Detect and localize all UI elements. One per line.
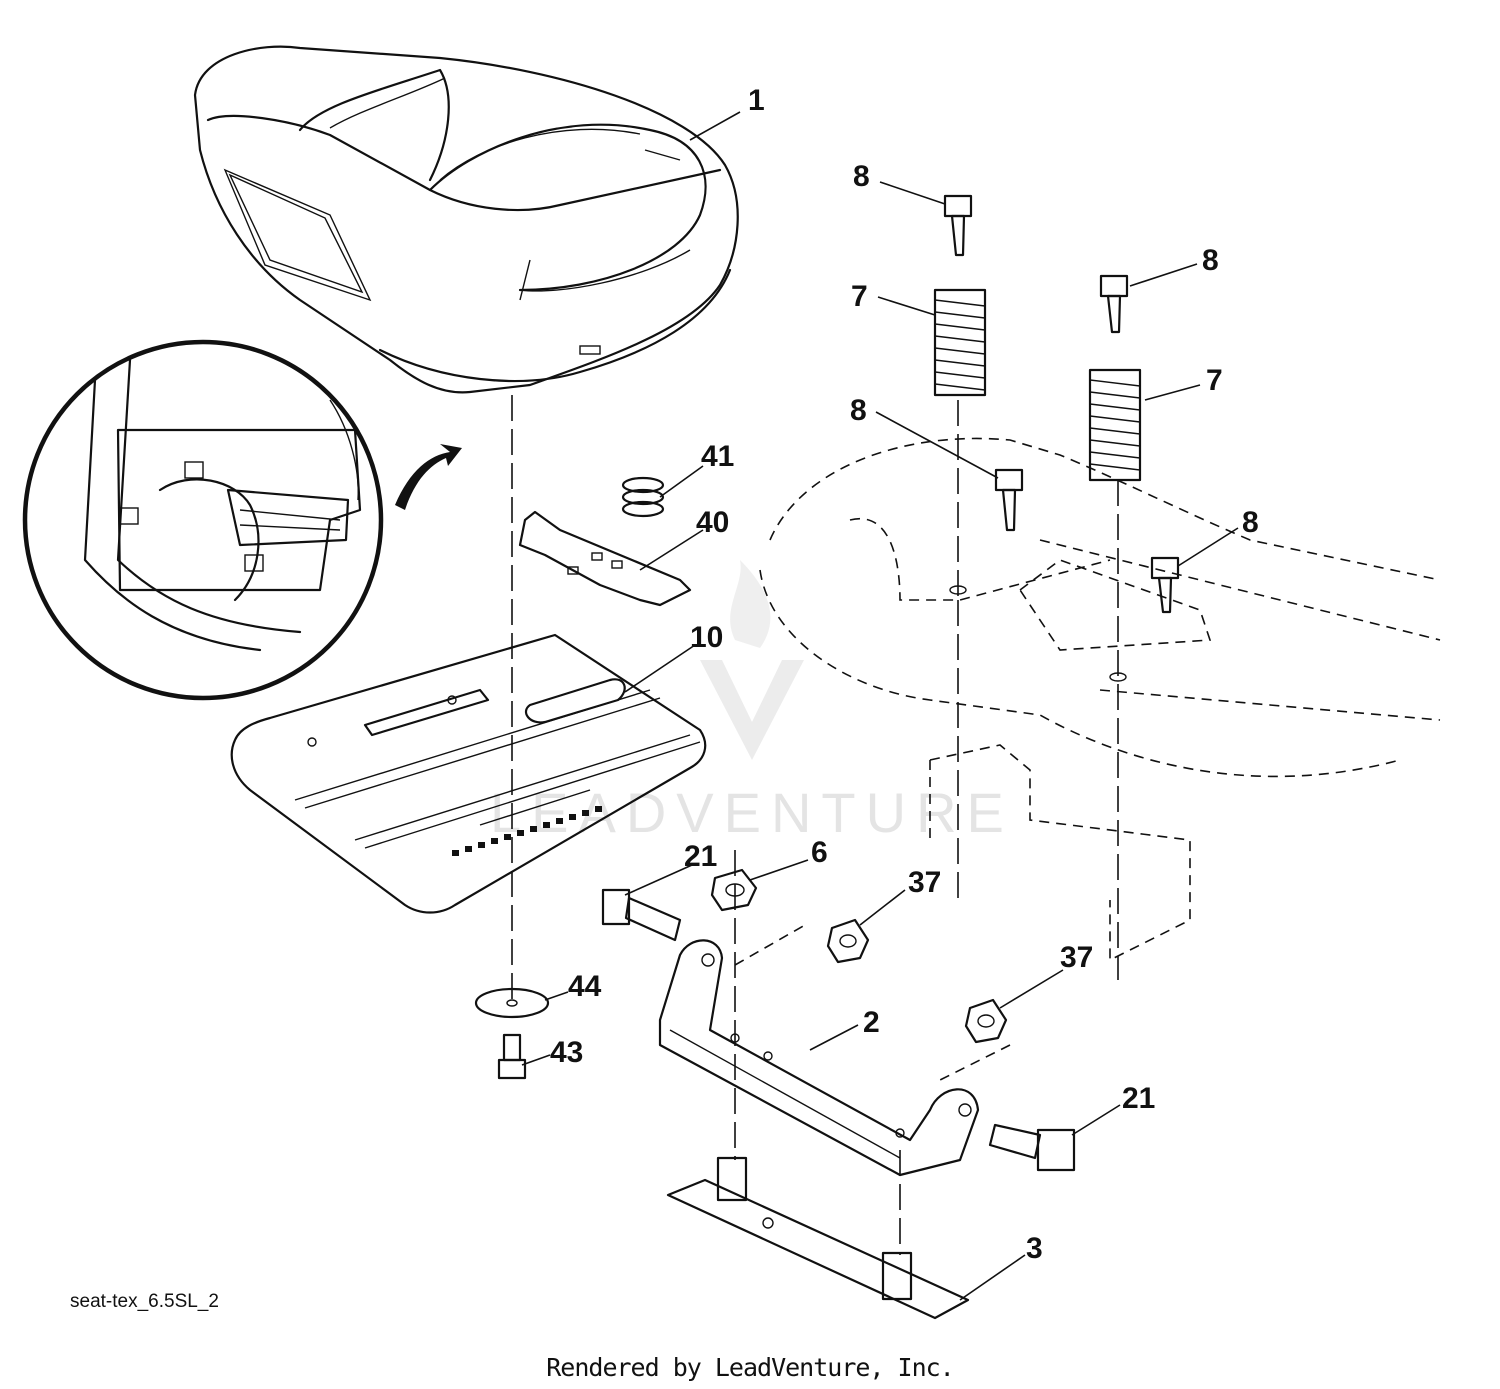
leader-lines [521,111,1239,1301]
callout-8-top-right: 8 [1202,244,1219,277]
callout-labels: 1 8 8 7 7 8 8 41 40 10 21 6 37 37 44 43 … [550,84,1259,1265]
callout-8-top-left: 8 [853,160,870,193]
bolt-part-8-b [1099,274,1129,334]
watermark-logo: LEADVENTURE [490,560,1014,844]
watermark-text: LEADVENTURE [490,781,1014,844]
callout-6: 6 [811,836,828,869]
callout-43: 43 [550,1036,583,1069]
drawing-id-label: seat-tex_6.5SL_2 [70,1291,219,1312]
washer-part-44 [474,987,550,1019]
latch-plate-part-40 [518,510,692,607]
bracket-part-2 [658,924,1011,1177]
bolt-part-21-left [601,888,682,942]
bolt-part-8-c [994,468,1024,532]
callout-40: 40 [696,506,729,539]
bolt-part-21-right [988,1123,1076,1172]
callout-37-upper: 37 [908,866,941,899]
spring-part-41 [621,476,665,518]
callout-44: 44 [568,970,602,1003]
spring-part-7-left [933,288,987,397]
detail-inset-circle [22,339,462,701]
spring-part-7-right [1088,368,1142,482]
bolt-part-8-a [943,194,973,257]
callout-1: 1 [748,84,765,117]
callout-10: 10 [690,621,723,654]
callout-21-left: 21 [684,840,717,873]
callout-7-left: 7 [851,280,868,313]
bolt-part-43 [497,1033,527,1080]
nut-part-37-lower [964,998,1008,1044]
seat-pan-slots [452,806,602,856]
callout-21-right: 21 [1122,1082,1155,1115]
footer-credit: Rendered by LeadVenture, Inc. [546,1353,955,1382]
callout-2: 2 [863,1006,880,1039]
callout-3: 3 [1026,1232,1043,1265]
bolt-part-8-d [1150,556,1180,614]
callout-7-right: 7 [1206,364,1223,397]
plate-part-3 [666,850,970,1320]
callout-37-lower: 37 [1060,941,1093,974]
nut-part-37-upper [826,918,870,964]
callout-8-right: 8 [1242,506,1259,539]
seat-pan-part-10 [230,633,707,914]
callout-41: 41 [701,440,734,473]
fender-dashed-outline [759,400,1441,980]
nut-part-6 [710,868,758,912]
callout-8-middle: 8 [850,394,867,427]
seat-part-1 [193,45,739,394]
